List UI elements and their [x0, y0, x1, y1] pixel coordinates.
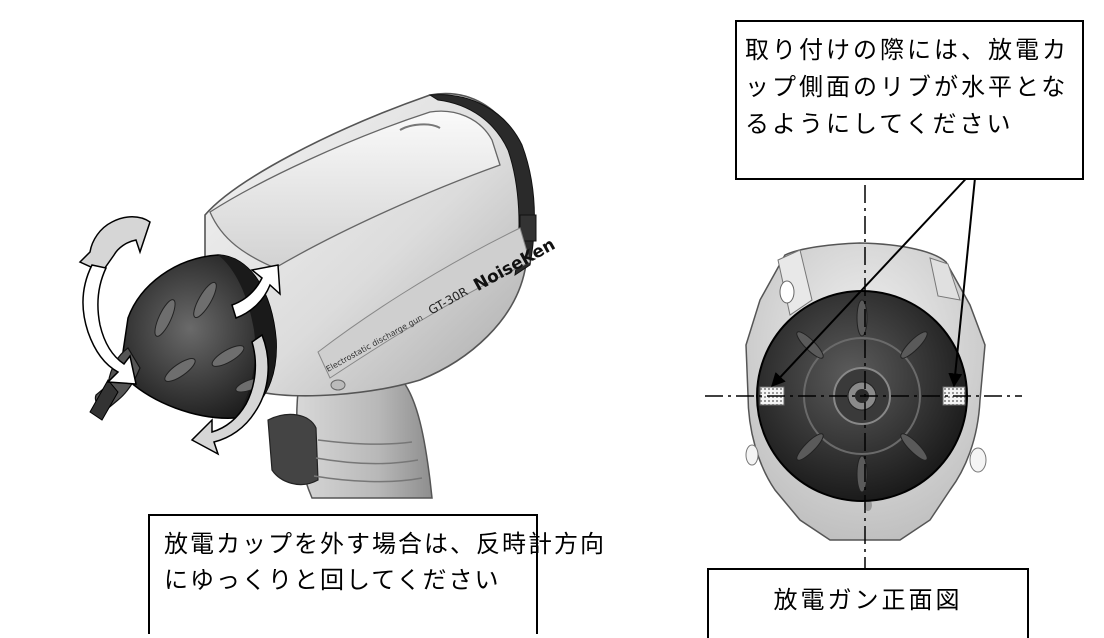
rotate-arrow-left-icon: [82, 264, 137, 385]
rib-alignment-callout: 取り付けの際には、放電カ ップ側面のリブが水平とな るようにしてください: [735, 20, 1084, 180]
callout-line: ップ側面のリブが水平とな: [745, 73, 1069, 101]
rotate-arrow-bottom-icon: [190, 333, 269, 456]
gun-rear-band: [428, 94, 535, 277]
front-view-caption-text: 放電ガン正面図: [773, 586, 963, 614]
callout-line: るようにしてください: [745, 110, 1014, 138]
gun-side-view: Electrostatic discharge gun GT-30R Noise…: [78, 92, 559, 499]
illustration-canvas: Electrostatic discharge gun GT-30R Noise…: [78, 92, 1022, 595]
removal-instruction-callout: 放電カップを外す場合は、反時計方向 にゆっくりと回してください: [148, 514, 606, 634]
callout-line: にゆっくりと回してください: [164, 566, 501, 594]
trigger: [267, 413, 319, 485]
callout-line: 放電カップを外す場合は、反時計方向: [164, 530, 606, 558]
leader-arrow-left: [771, 167, 977, 388]
front-view-caption: 放電ガン正面図: [707, 568, 1029, 638]
callout-line: 取り付けの際には、放電カ: [745, 36, 1069, 64]
gun-front-view: [705, 167, 1022, 595]
gun-label-strip: [317, 227, 531, 379]
leader-arrow-right: [948, 167, 977, 388]
rotate-arrow-top-icon: [78, 216, 151, 273]
rotate-arrow-right-icon: [231, 264, 281, 319]
gun-top-panel: [209, 110, 501, 269]
